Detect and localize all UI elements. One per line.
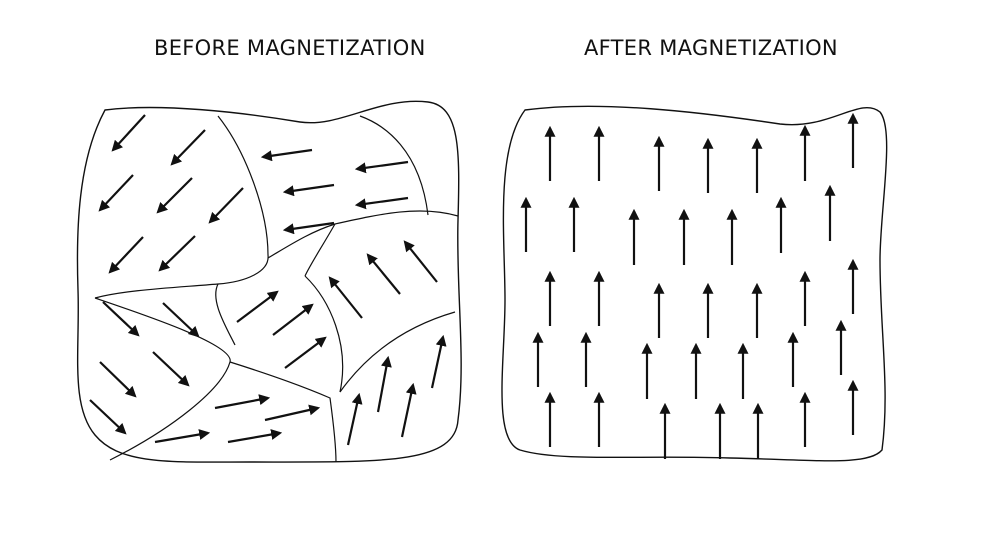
magnetic-moment-arrow — [346, 392, 363, 446]
domain-wall — [94, 297, 231, 461]
magnetic-moment-arrow — [260, 148, 313, 162]
domain-wall — [359, 115, 429, 216]
after-panel — [501, 105, 888, 462]
domain-wall — [229, 361, 337, 463]
domain-wall — [304, 275, 344, 393]
magnetic-moment-arrow — [264, 404, 321, 422]
before-panel — [76, 100, 462, 463]
magnetic-moment-arrow — [284, 336, 327, 369]
magnetic-moment-arrow — [214, 394, 271, 410]
domain-wall — [94, 115, 269, 299]
magnetic-moment-arrow — [430, 334, 447, 389]
magnetic-moment-arrow — [272, 303, 314, 336]
magnetic-moment-arrow — [354, 196, 409, 210]
magnetic-moment-arrow — [158, 235, 196, 272]
domain-wall — [215, 283, 236, 346]
magnetic-moment-arrow — [102, 301, 140, 337]
magnetic-moment-arrow — [227, 429, 283, 444]
magnetic-moment-arrow — [152, 351, 190, 387]
magnetic-moment-arrow — [98, 174, 134, 212]
magnetic-moment-arrow — [89, 399, 127, 435]
domain-wall — [339, 311, 456, 393]
magnetic-moment-arrow — [282, 183, 335, 197]
magnetic-moment-arrow — [328, 276, 363, 319]
magnetic-moment-arrow — [170, 129, 206, 166]
magnetic-moment-arrow — [354, 160, 409, 174]
after-magnetization-title: AFTER MAGNETIZATION — [584, 36, 838, 60]
before-magnetization-title: BEFORE MAGNETIZATION — [154, 36, 426, 60]
magnetic-moment-arrow — [236, 290, 279, 323]
magnetic-moment-arrow — [99, 361, 137, 398]
magnetic-moment-arrow — [108, 236, 144, 274]
magnetic-moment-arrow — [154, 429, 211, 444]
magnetic-moment-arrow — [162, 302, 200, 338]
magnetic-moment-arrow — [366, 253, 401, 295]
domain-wall — [267, 210, 459, 259]
magnetic-moment-arrow — [400, 382, 417, 438]
magnetic-moment-arrow — [376, 355, 392, 413]
magnetic-moment-arrow — [156, 177, 193, 214]
after-material-outline — [501, 105, 888, 462]
magnetic-moment-arrow — [282, 221, 335, 235]
magnetic-moment-arrow — [111, 114, 146, 152]
domain-wall — [304, 223, 336, 277]
magnetic-moment-arrow — [403, 240, 438, 283]
before-material-outline — [76, 100, 462, 463]
magnetic-moment-arrow — [208, 187, 244, 224]
